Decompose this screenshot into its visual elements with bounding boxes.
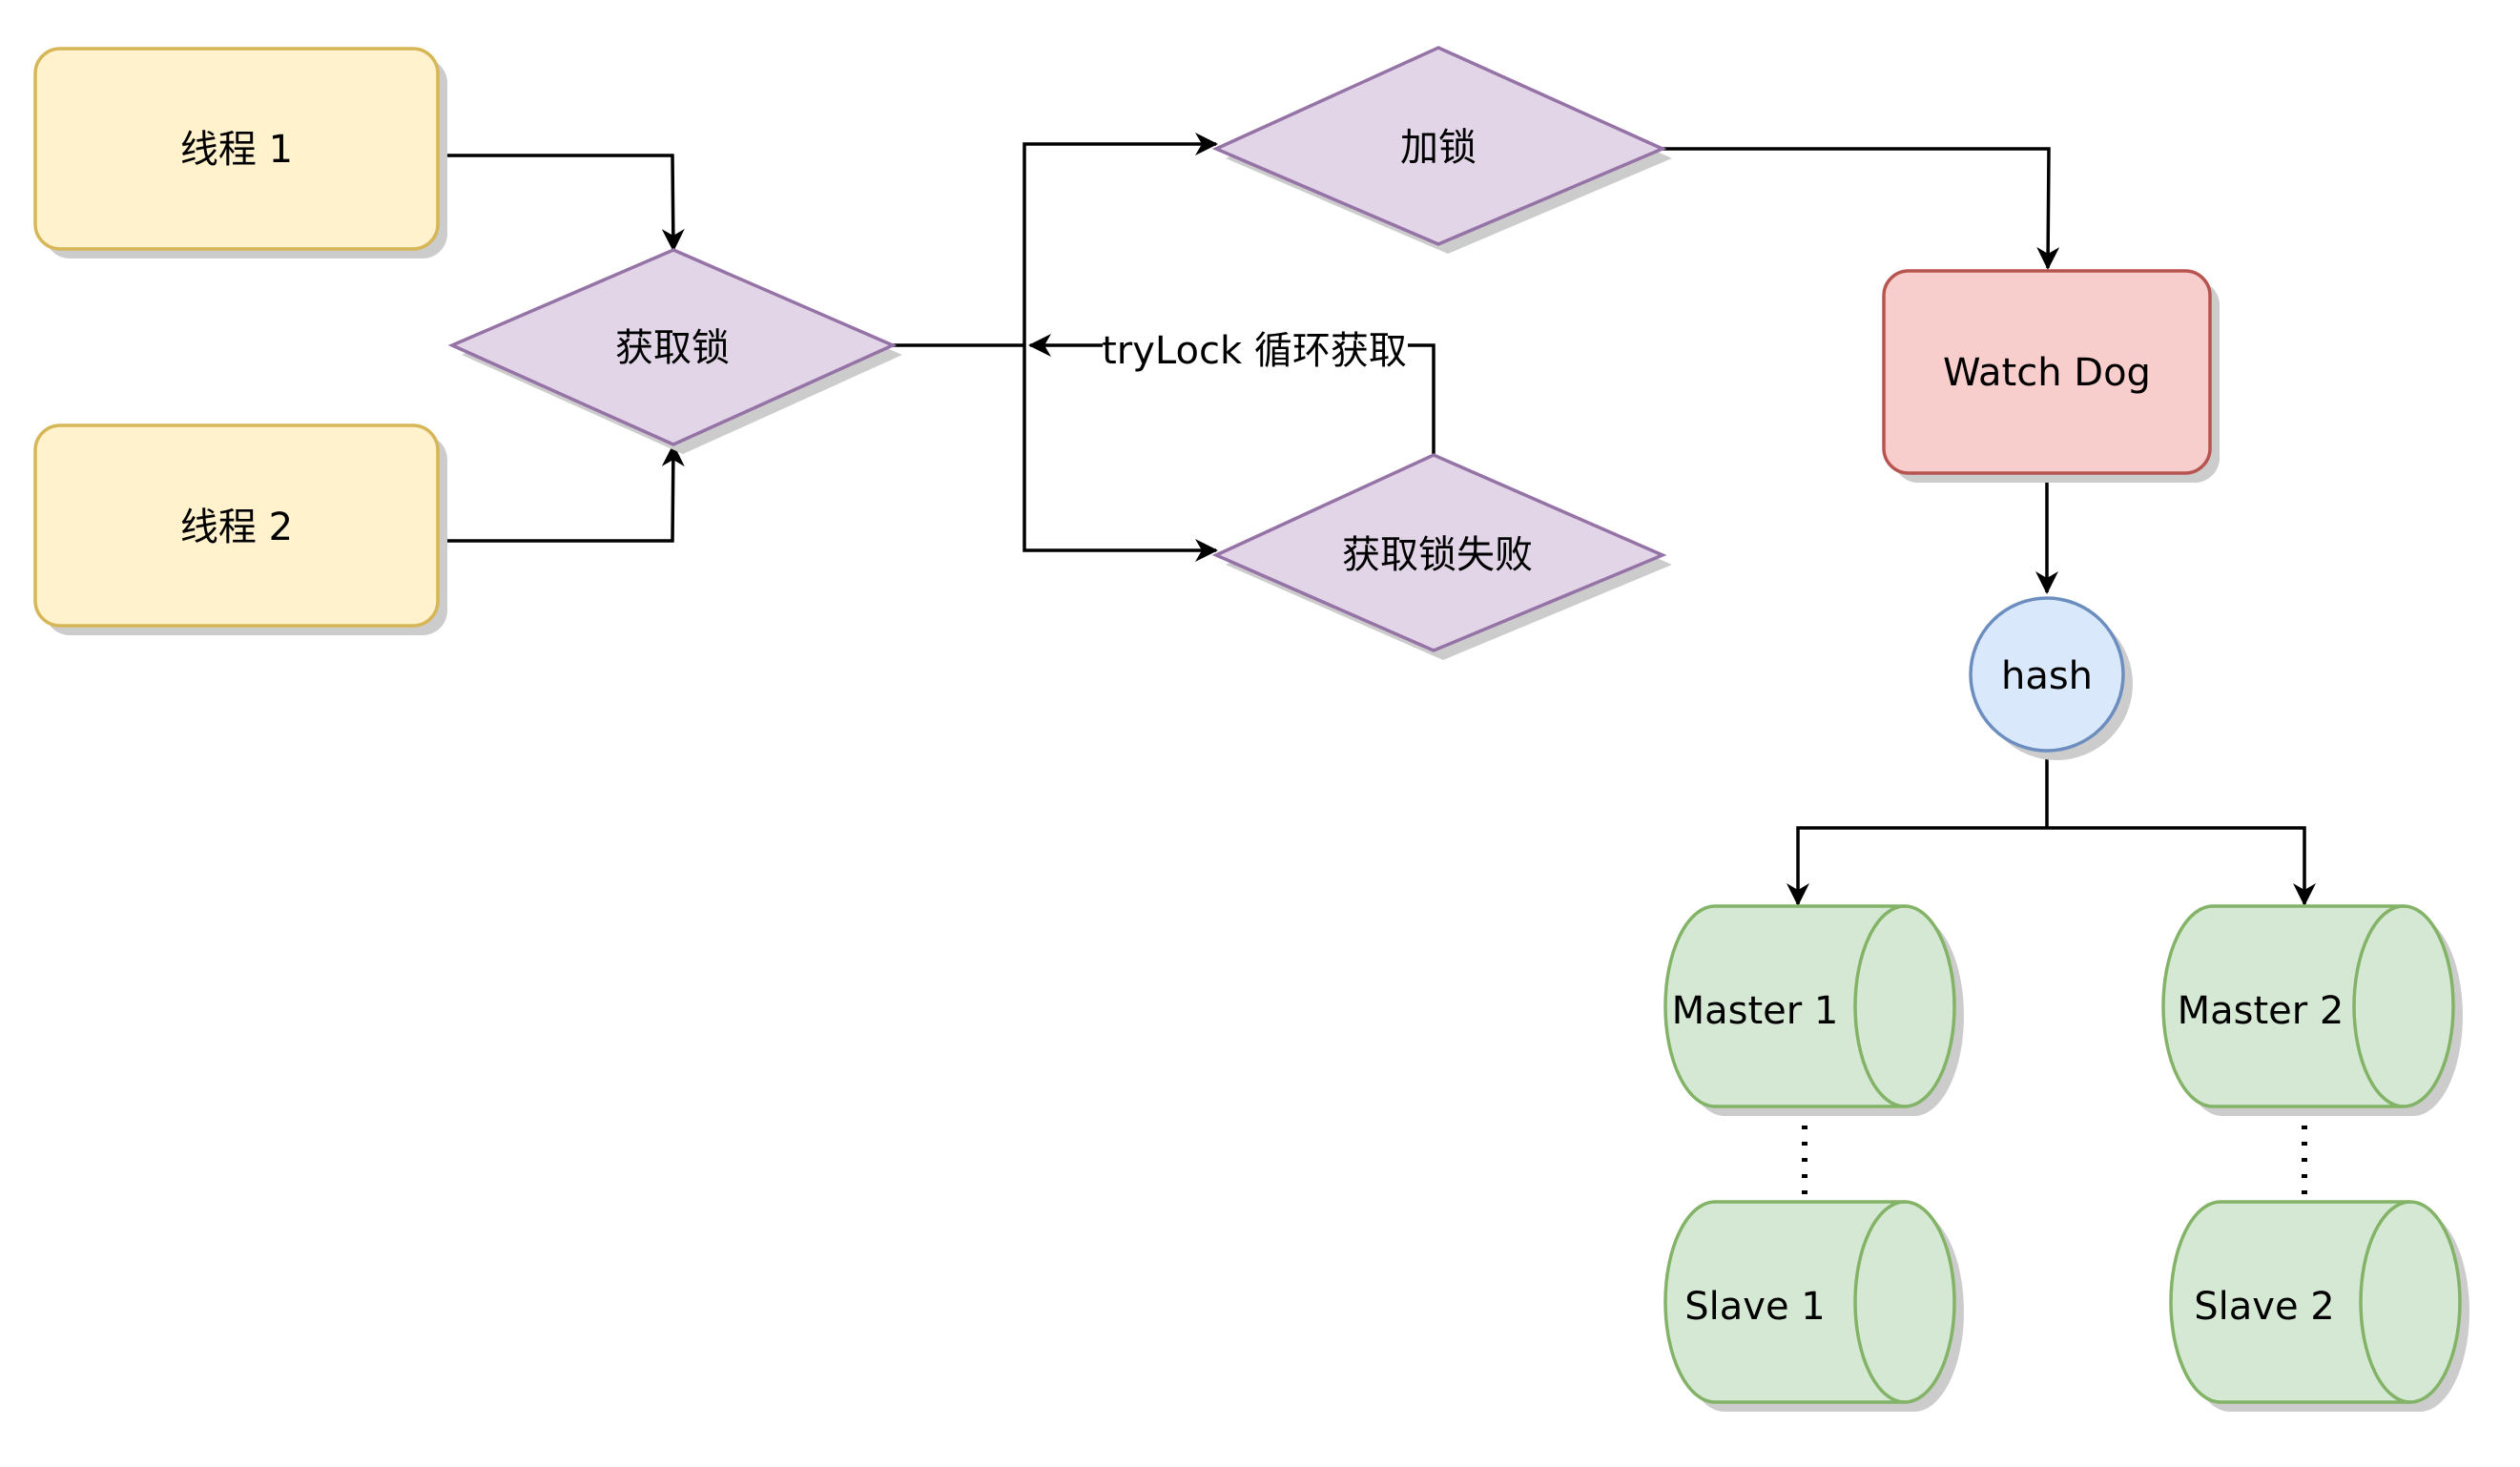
edge-junction-to-lock <box>1022 133 1218 345</box>
thread-1-box <box>33 47 440 251</box>
master-2-label: Master 2 <box>2178 989 2344 1033</box>
master-2-node[interactable]: Master 2 <box>2161 904 2463 1116</box>
acquire-fail-label: 获取锁失败 <box>1342 533 1533 577</box>
watchdog-node[interactable]: Watch Dog <box>1882 269 2220 483</box>
acquire-fail-diamond <box>1211 453 1667 652</box>
slave-1-label: Slave 1 <box>1684 1285 1825 1329</box>
edge-thread2-to-acquire <box>438 444 685 543</box>
edge-fail-retry-loop <box>1408 343 1436 455</box>
watchdog-label: Watch Dog <box>1943 351 2151 395</box>
acquire-fail-node[interactable]: 获取锁失败 <box>1211 453 1672 660</box>
retry-edge-label: tryLock 循环获取 <box>1102 329 1407 373</box>
thread-2-node[interactable]: 线程 2 <box>33 424 447 635</box>
lock-label: 加锁 <box>1400 126 1477 170</box>
watchdog-box <box>1882 269 2212 475</box>
edge-hash-to-master2 <box>2047 826 2316 906</box>
lock-node[interactable]: 加锁 <box>1211 46 1672 254</box>
edge-junction-to-fail <box>1022 345 1218 562</box>
acquire-lock-node[interactable]: 获取锁 <box>447 248 902 454</box>
edge-thread1-to-acquire <box>438 154 685 252</box>
lock-diamond <box>1211 46 1667 246</box>
edge-hash-to-master1 <box>1787 826 2047 906</box>
edge-lock-to-watchdog <box>1663 147 2060 270</box>
slave-2-label: Slave 2 <box>2194 1285 2334 1329</box>
hash-node[interactable]: hash <box>1969 596 2133 760</box>
acquire-lock-label: 获取锁 <box>615 326 730 370</box>
hash-label: hash <box>2001 654 2093 698</box>
thread-1-node[interactable]: 线程 1 <box>33 47 447 258</box>
thread-2-box <box>33 424 440 628</box>
acquire-lock-diamond <box>447 248 898 446</box>
thread-1-label: 线程 1 <box>180 128 293 172</box>
slave-2-node[interactable]: Slave 2 <box>2169 1200 2469 1412</box>
thread-2-label: 线程 2 <box>180 506 293 549</box>
master-1-label: Master 1 <box>1672 989 1839 1033</box>
hash-circle <box>1969 596 2125 753</box>
slave-1-node[interactable]: Slave 1 <box>1663 1200 1964 1412</box>
master-1-node[interactable]: Master 1 <box>1663 904 1964 1116</box>
